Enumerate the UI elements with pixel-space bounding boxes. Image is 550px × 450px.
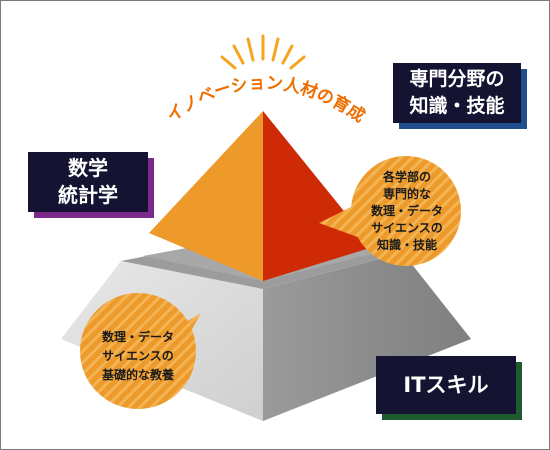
it-skill-label: ITスキル (403, 373, 489, 397)
bubble-line: 専門的な (382, 187, 431, 201)
bubble-line: 基礎的な教養 (101, 368, 174, 382)
bubble-line: 各学部の (382, 170, 431, 184)
base-bubble-text: 数理・データ サイエンスの 基礎的な教養 (83, 328, 193, 385)
specialty-data-bubble (319, 156, 461, 266)
base-right-face (263, 253, 471, 421)
bubble-line: サイエンスの (102, 349, 174, 363)
bubble-line: 知識・技能 (376, 238, 437, 252)
math-box-line: 統計学 (58, 183, 118, 207)
bubble-line: サイエンスの (371, 221, 443, 235)
pyramid-right-face (263, 111, 373, 281)
bubble-line: 数理・データ (370, 204, 443, 218)
base-data-bubble (80, 293, 201, 409)
rays-icon (220, 34, 306, 70)
it-skill-box: ITスキル (376, 356, 516, 414)
bubble-line: 数理・データ (101, 330, 174, 344)
specialty-box-line: 知識・技能 (409, 95, 505, 117)
math-statistics-box: 数学 統計学 (28, 152, 148, 212)
pyramid-left-face (149, 111, 263, 281)
math-box-line: 数学 (68, 156, 108, 180)
specialty-box-line: 専門分野の (409, 68, 505, 90)
specialty-knowledge-box: 専門分野の 知識・技能 (393, 63, 521, 123)
specialty-bubble-text: 各学部の 専門的な 数理・データ サイエンスの 知識・技能 (353, 169, 461, 254)
